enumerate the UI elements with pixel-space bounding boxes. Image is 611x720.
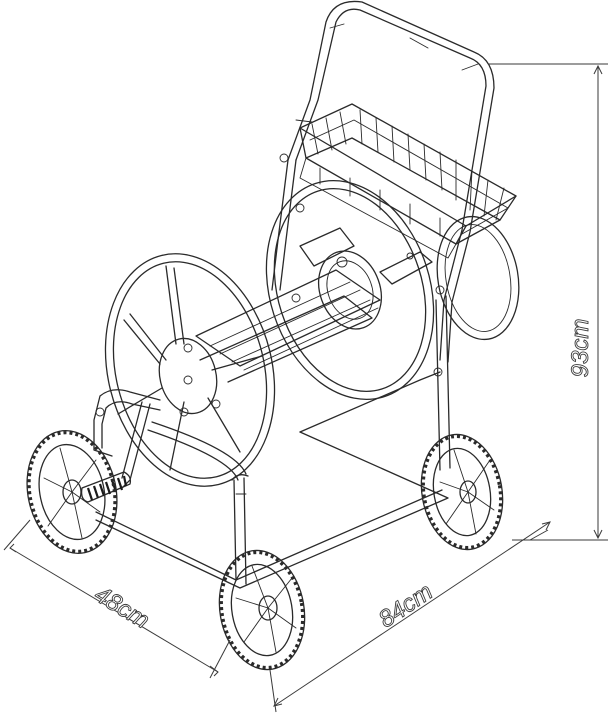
depth-label: 48cm xyxy=(90,581,154,634)
wheel-back-right xyxy=(420,433,504,551)
height-label: 93cm xyxy=(567,319,594,378)
width-dimension xyxy=(269,521,551,713)
back-drum xyxy=(265,153,520,400)
base-frame xyxy=(95,295,451,589)
wheel-front-left xyxy=(26,430,118,554)
wheel-front-right xyxy=(218,549,306,671)
wire-basket xyxy=(299,103,517,259)
front-drum xyxy=(104,253,276,487)
drum-barrel xyxy=(195,227,445,383)
cart-handle xyxy=(271,0,495,363)
width-label: 84cm xyxy=(374,578,438,633)
height-dimension xyxy=(488,63,608,541)
crank-grip xyxy=(80,471,132,503)
depth-dimension xyxy=(3,519,231,679)
